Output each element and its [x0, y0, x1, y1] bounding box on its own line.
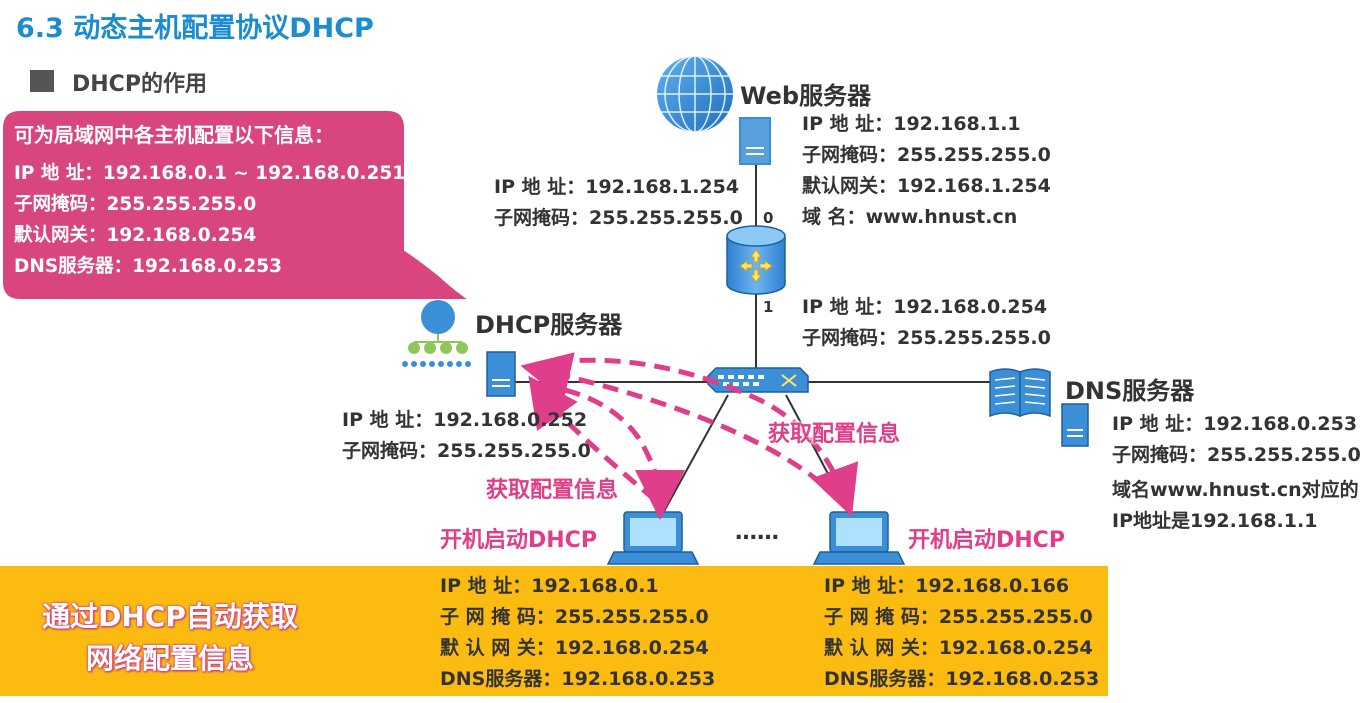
dhcp-server-ip: IP 地 址：192.168.0.252 [342, 409, 588, 431]
router-port1-ip: IP 地 址：192.168.0.254 [802, 296, 1048, 318]
host1-gateway: 默 认 网 关：192.168.0.254 [440, 637, 709, 659]
section-bullet-icon [30, 70, 54, 92]
dhcp-server-mask: 子网掩码：255.255.255.0 [342, 440, 591, 462]
router-port1-mask: 子网掩码：255.255.255.0 [802, 327, 1051, 349]
router-icon [726, 225, 786, 295]
dns-server-mask: 子网掩码：255.255.255.0 [1112, 444, 1361, 466]
router-port0-ip: IP 地 址：192.168.1.254 [494, 176, 740, 198]
host2-gateway: 默 认 网 关：192.168.0.254 [824, 637, 1093, 659]
laptop-icon-left [606, 511, 700, 565]
dns-server-ip: IP 地 址：192.168.0.253 [1112, 413, 1358, 435]
dns-record-line1: 域名www.hnust.cn对应的 [1112, 479, 1359, 501]
router-port0-number: 0 [763, 209, 774, 227]
host2-dns: DNS服务器：192.168.0.253 [824, 668, 1100, 690]
host2-mask: 子 网 掩 码：255.255.255.0 [824, 606, 1093, 628]
dhcp-hierarchy-icon [402, 300, 471, 367]
callout-line-mask: 子网掩码：255.255.255.0 [14, 194, 257, 215]
callout-line-dns: DNS服务器：192.168.0.253 [14, 256, 282, 277]
dns-server-label: DNS服务器 [1065, 377, 1195, 405]
router-port0-mask: 子网掩码：255.255.255.0 [494, 207, 743, 229]
callout-heading: 可为局域网中各主机配置以下信息： [14, 123, 334, 147]
dns-record-line2: IP地址是192.168.1.1 [1112, 510, 1318, 532]
dns-server-icon [1061, 403, 1089, 447]
page-title: 6.3 动态主机配置协议DHCP [16, 13, 374, 44]
more-hosts-ellipsis: …… [735, 520, 779, 545]
web-server-ip: IP 地 址：192.168.1.1 [802, 113, 1021, 135]
laptop-icon-right [812, 511, 906, 565]
callout-line-ip: IP 地 址：192.168.0.1 ~ 192.168.0.251 [14, 163, 406, 184]
web-server-label: Web服务器 [740, 82, 872, 110]
host2-ip: IP 地 址：192.168.0.166 [824, 575, 1070, 597]
switch-icon [707, 367, 809, 393]
get-config-label-left: 获取配置信息 [486, 478, 619, 503]
dhcp-server-icon [486, 351, 516, 397]
section-heading: DHCP的作用 [72, 72, 207, 97]
dns-book-icon [989, 368, 1051, 418]
web-server-icon [739, 117, 771, 165]
boot-dhcp-label-left: 开机启动DHCP [440, 528, 597, 553]
result-summary: 通过DHCP自动获取 网络配置信息 [20, 596, 320, 680]
callout-line-gateway: 默认网关：192.168.0.254 [14, 225, 257, 246]
web-server-domain: 域 名：www.hnust.cn [802, 206, 1018, 228]
globe-icon [657, 55, 733, 133]
dhcp-server-label: DHCP服务器 [475, 311, 623, 339]
result-summary-line1: 通过DHCP自动获取 [42, 600, 298, 633]
host1-mask: 子 网 掩 码：255.255.255.0 [440, 606, 709, 628]
result-summary-line2: 网络配置信息 [85, 642, 254, 675]
router-port1-number: 1 [763, 298, 774, 316]
get-config-label-right: 获取配置信息 [768, 422, 901, 447]
config-flow-arrows [520, 352, 859, 520]
web-server-mask: 子网掩码：255.255.255.0 [802, 144, 1051, 166]
result-bar [0, 566, 1108, 696]
host1-dns: DNS服务器：192.168.0.253 [440, 668, 716, 690]
host1-ip: IP 地 址：192.168.0.1 [440, 575, 659, 597]
boot-dhcp-label-right: 开机启动DHCP [908, 528, 1065, 553]
callout-bubble [1, 109, 474, 301]
web-server-gateway: 默认网关：192.168.1.254 [802, 175, 1051, 197]
